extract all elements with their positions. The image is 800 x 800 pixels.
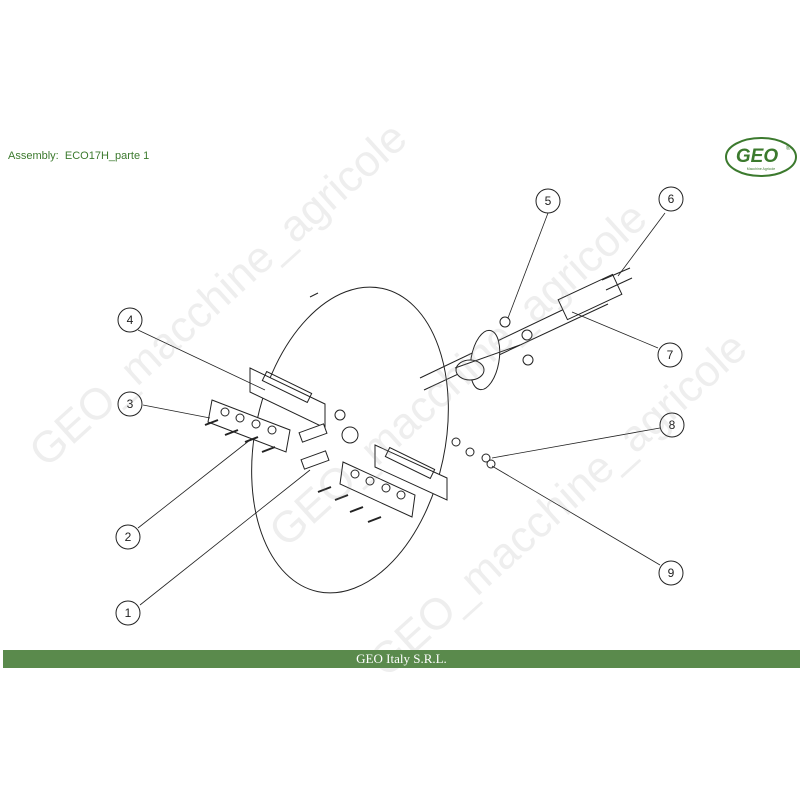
bolt-set-right bbox=[317, 486, 382, 523]
callout-2-label: 2 bbox=[125, 530, 132, 544]
callout-9: 9 bbox=[658, 560, 684, 586]
bolt-set-left bbox=[204, 419, 276, 453]
clamp-plate-left bbox=[207, 399, 291, 453]
callout-3-label: 3 bbox=[127, 397, 134, 411]
callout-1-label: 1 bbox=[125, 606, 132, 620]
callout-6: 6 bbox=[658, 186, 684, 212]
callout-3: 3 bbox=[117, 391, 143, 417]
callout-1: 1 bbox=[115, 600, 141, 626]
assembly-title: Assembly: ECO17H_parte 1 bbox=[8, 150, 149, 162]
callout-7: 7 bbox=[657, 342, 683, 368]
washer-nut-set bbox=[451, 437, 496, 469]
callout-8-label: 8 bbox=[669, 418, 676, 432]
logo-tagline: Macchine Agricole bbox=[747, 167, 775, 171]
callout-9-label: 9 bbox=[668, 566, 675, 580]
assembly-name: ECO17H_parte 1 bbox=[64, 150, 150, 162]
footer-company: GEO Italy S.R.L. bbox=[356, 651, 447, 666]
center-studs bbox=[298, 409, 359, 470]
callout-5-label: 5 bbox=[545, 194, 552, 208]
shaft-part bbox=[419, 267, 633, 391]
nut-part bbox=[499, 316, 534, 366]
callout-7-label: 7 bbox=[667, 348, 674, 362]
clamp-plate-right bbox=[339, 461, 416, 518]
callout-5: 5 bbox=[535, 188, 561, 214]
logo-registered: ® bbox=[786, 145, 791, 152]
callout-2: 2 bbox=[115, 524, 141, 550]
callout-leaders bbox=[137, 212, 666, 606]
bracket-lower bbox=[374, 444, 448, 501]
callout-4: 4 bbox=[117, 307, 143, 333]
footer-bar: GEO Italy S.R.L. bbox=[3, 650, 800, 668]
flange-part bbox=[454, 329, 521, 391]
geo-logo: GEO ® Macchine Agricole bbox=[725, 137, 797, 177]
logo-text: GEO bbox=[736, 146, 778, 167]
assembly-label: Assembly: bbox=[8, 150, 59, 162]
callout-6-label: 6 bbox=[668, 192, 675, 206]
callout-8: 8 bbox=[659, 412, 685, 438]
callout-4-label: 4 bbox=[127, 313, 134, 327]
